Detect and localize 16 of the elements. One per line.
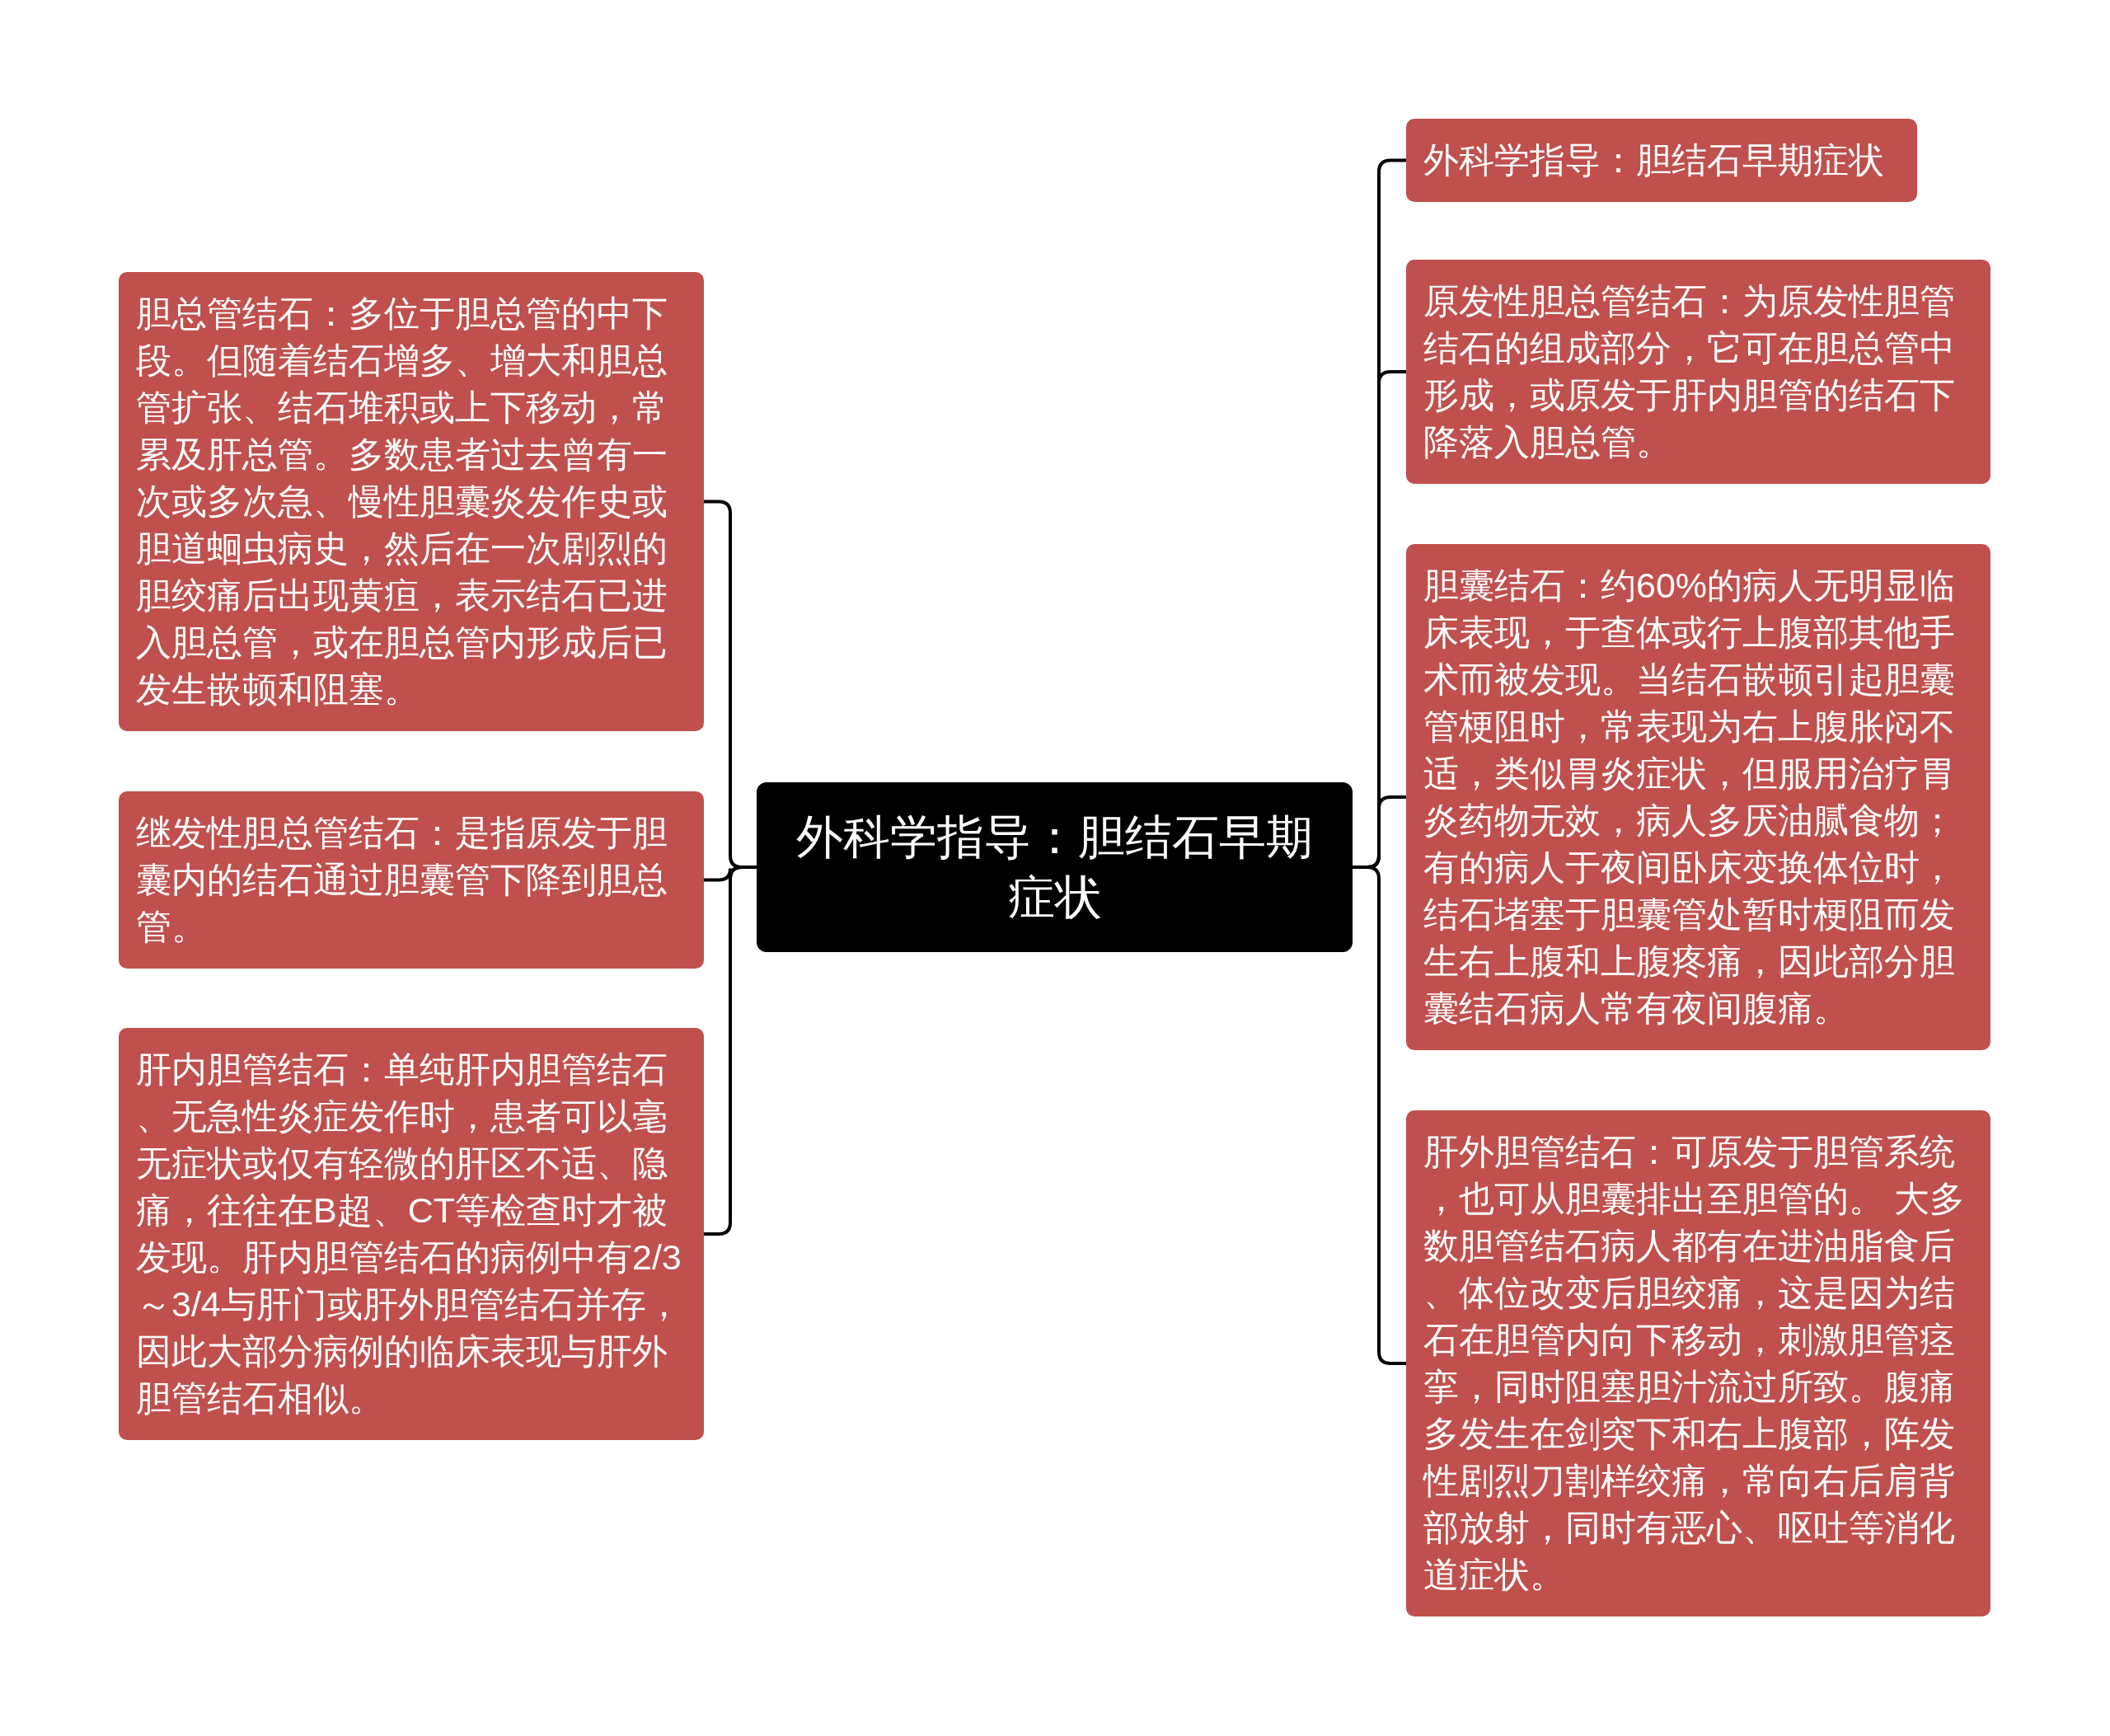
- topic-text: 肝内胆管结石：单纯肝内胆管结石、无急性炎症发作时，患者可以毫无症状或仅有轻微的肝区不适、隐痛，往往在B超、CT等检查时才被发现。肝内胆管结石的病例中有2/3～3/4与肝门或肝外胆管结石并存，因此大部分病例的临床表现与肝外胆管结石相似。: [136, 1049, 682, 1419]
- topic-box: [1406, 260, 1990, 484]
- connector-line: [704, 866, 757, 1236]
- topic-text: 胆囊结石：约60%的病人无明显临床表现，于查体或行上腹部其他手术而被发现。当结石嵌顿引起胆囊管梗阻时，常表现为右上腹胀闷不适，类似胃炎症状，但服用治疗胃炎药物无效，病人多厌油腻食物；有的病人于夜间卧床变换体位时，结石堵塞于胆囊管处暂时梗阻而发生右上腹和上腹疼痛，因此部分胆囊结石病人常有夜间腹痛。: [1423, 565, 1957, 1030]
- topic-text: 肝外胆管结石：可原发于胆管系统，也可从胆囊排出至胆管的。 大多数胆管结石病人都有在进油脂食后、体位改变后胆绞痛，这是因为结石在胆管内向下移动，刺激胆管痉挛，同时阻塞胆汁流过所致。腹痛多发生在剑突下和右上腹部，阵发性剧烈刀割样绞痛，常向右后肩背部放射，同时有恶心、呕吐等消化道症状。: [1423, 1131, 1966, 1596]
- central-topic-box: [757, 782, 1353, 952]
- topic-box: [1406, 119, 1917, 202]
- topic-box: [1406, 544, 1990, 1050]
- topic-text: 继发性胆总管结石：是指原发于胆囊内的结石通过胆囊管下降到胆总管。: [136, 812, 668, 948]
- topic-text: 原发性胆总管结石：为原发性胆管结石的组成部分，它可在胆总管中形成，或原发于肝内胆管的结石下降落入胆总管。: [1423, 280, 1956, 463]
- topic-text: 外科学指导：胆结石早期症状: [1423, 139, 1885, 181]
- topic-box: [119, 1028, 704, 1440]
- topic-box: [119, 791, 704, 969]
- topic-text: 胆总管结石：多位于胆总管的中下段。但随着结石增多、增大和胆总管扩张、结石堆积或上下移动，常累及肝总管。多数患者过去曾有一次或多次急、慢性胆囊炎发作史或胆道蛔虫病史，然后在一次剧烈的胆绞痛后出现黄疸，表示结石已进入胆总管，或在胆总管内形成后已发生嵌顿和阻塞。: [136, 293, 668, 711]
- topic-text: 外科学指导：胆结石早期症状: [795, 809, 1314, 925]
- topic-box: [119, 272, 704, 731]
